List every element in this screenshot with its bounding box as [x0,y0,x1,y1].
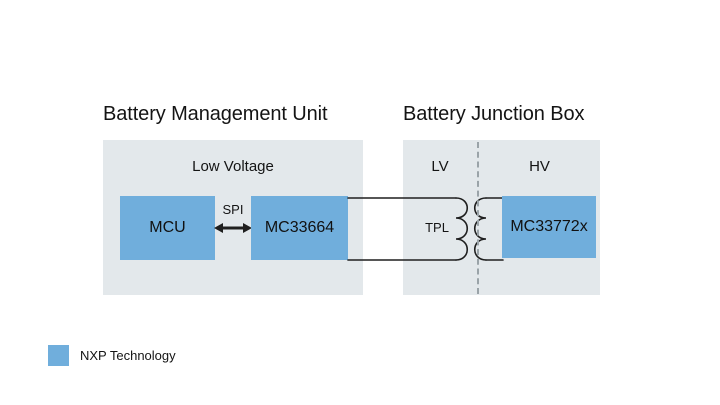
transformer-secondary-coil [473,197,487,261]
transformer-primary-coil [455,197,469,261]
block-mc33772x: MC33772x [502,196,596,258]
panel-heading-low-voltage: Low Voltage [192,158,274,175]
section-title-battery-management-unit: Battery Management Unit [103,103,328,125]
tpl-transformer-wiring [347,197,504,261]
legend-label-nxp-technology: NXP Technology [80,348,176,363]
isolation-divider-dashed-line [477,142,479,294]
connection-label-tpl: TPL [425,220,449,235]
legend-swatch-nxp-technology [48,345,69,366]
spi-bidirectional-arrow-icon [214,223,252,233]
legend: NXP Technology [48,345,176,366]
block-mc33664: MC33664 [251,196,348,260]
connection-label-spi: SPI [222,202,244,217]
panel-heading-lv: LV [431,158,449,175]
panel-heading-hv: HV [529,158,550,175]
block-mcu: MCU [120,196,215,260]
section-title-battery-junction-box: Battery Junction Box [403,103,585,125]
